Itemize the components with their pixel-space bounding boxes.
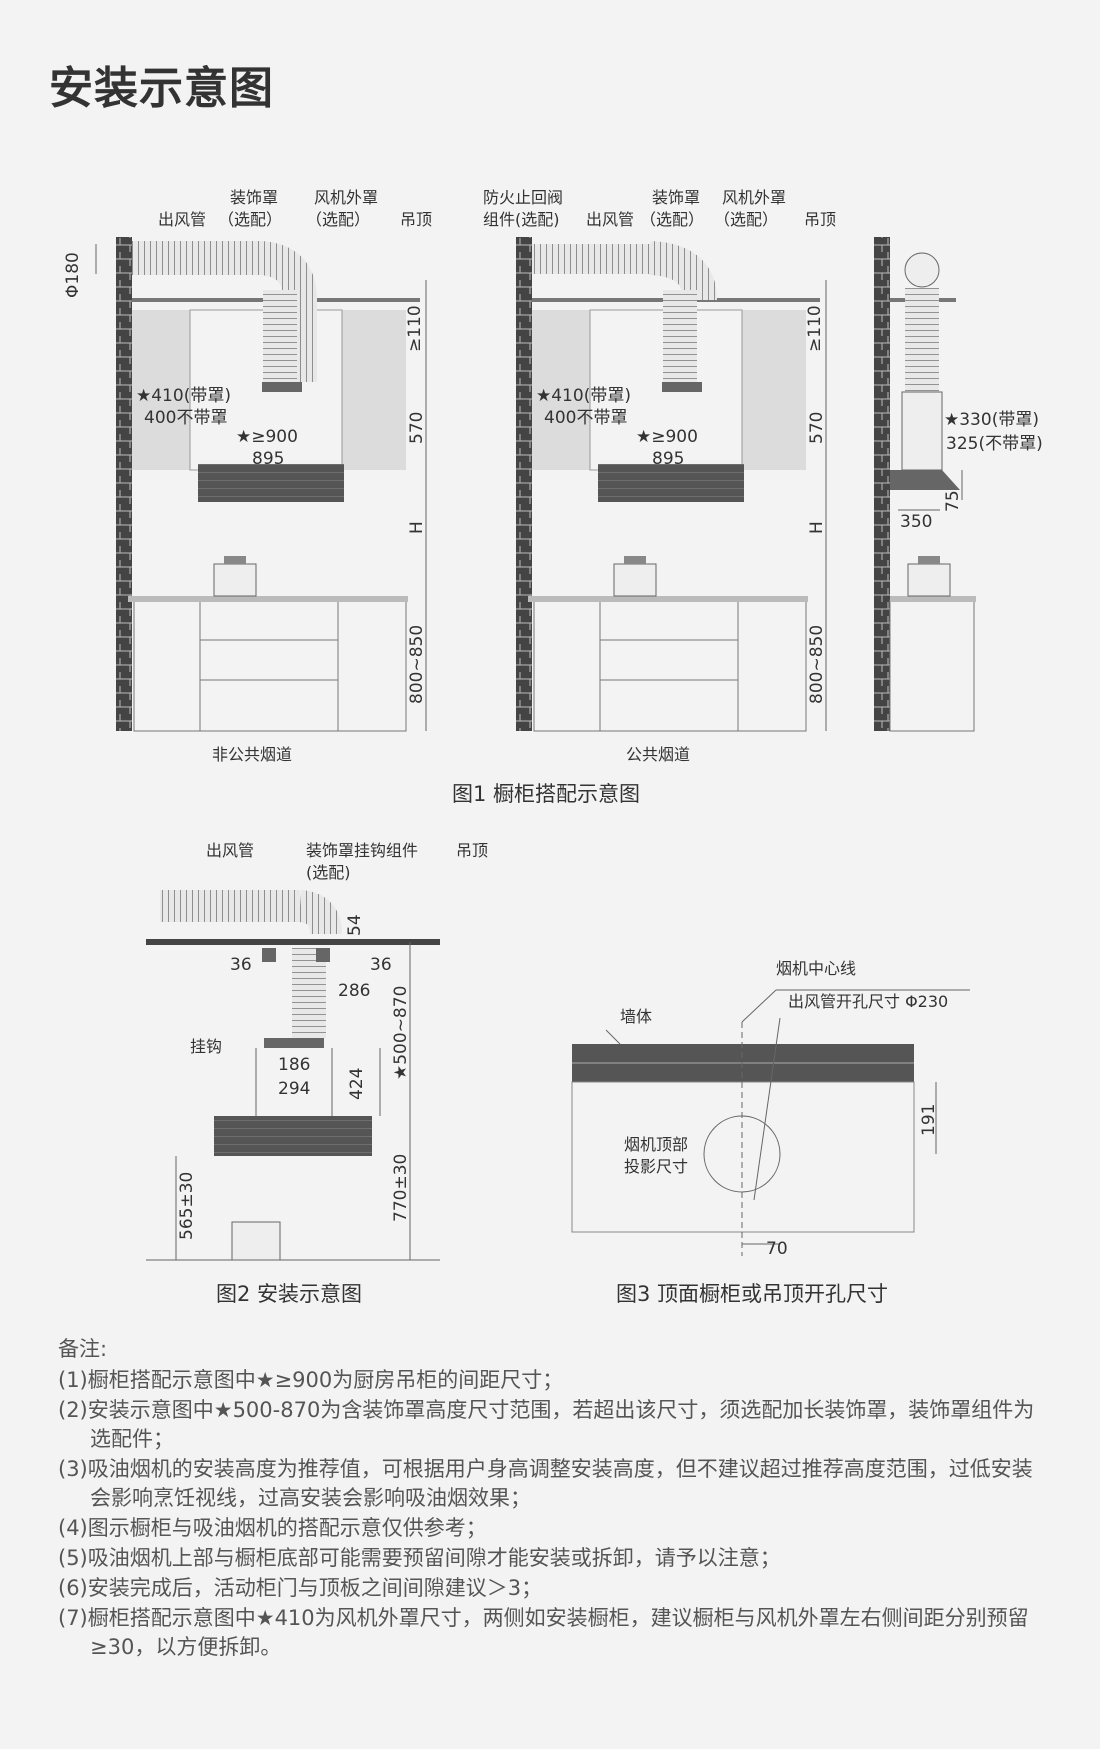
- dim-191: 191: [919, 1104, 939, 1136]
- dim-width-cover: ★410(带罩): [136, 386, 231, 406]
- label-duct: 出风管: [586, 210, 634, 229]
- note-item: (3)吸油烟机的安装高度为推荐值，可根据用户身高调整安装高度，但不建议超过推荐高…: [58, 1457, 1033, 1510]
- label-hole: 出风管开孔尺寸 Φ230: [788, 992, 948, 1011]
- figure2-drawing: [146, 890, 440, 1261]
- notes-section: 备注: (1)橱柜搭配示意图中★≥900为厨房吊柜的间距尺寸； (2)安装示意图…: [58, 1335, 1048, 1663]
- dim-36b: 36: [370, 955, 392, 975]
- dim-565: 565±30: [177, 1172, 197, 1240]
- label-hook: 挂钩: [190, 1037, 222, 1056]
- page-title: 安装示意图: [49, 63, 274, 114]
- dim-500: ★500~870: [391, 986, 411, 1080]
- label-duct: 出风管: [206, 841, 254, 860]
- figure3-text: 烟机中心线 出风管开孔尺寸 Φ230 墙体 烟机顶部 投影尺寸 191 70: [620, 959, 948, 1259]
- note-item: (7)橱柜搭配示意图中★410为风机外罩尺寸，两侧如安装橱柜，建议橱柜与风机外罩…: [58, 1606, 1029, 1659]
- base-cabinet: [133, 599, 407, 732]
- subcaption-left: 非公共烟道: [212, 745, 292, 764]
- dim-294: 294: [278, 1079, 310, 1099]
- dim-H: H: [807, 521, 827, 534]
- label-fan-cover: 风机外罩: [722, 188, 786, 207]
- figure3-drawing: [571, 989, 970, 1256]
- duct-pipe: [160, 890, 300, 922]
- dim-H: H: [407, 521, 427, 534]
- label-projection-2: 投影尺寸: [624, 1157, 688, 1176]
- range-hood: [198, 464, 344, 502]
- duct-pipe: [532, 244, 662, 274]
- notes-head: 备注:: [58, 1337, 108, 1361]
- dim-diameter: Φ180: [63, 252, 83, 298]
- dim-36a: 36: [230, 955, 252, 975]
- label-fire-valve-2: 组件(选配): [483, 210, 560, 229]
- dim-186: 186: [278, 1055, 310, 1075]
- note-item: (4)图示橱柜与吸油烟机的搭配示意仅供参考；: [58, 1516, 487, 1540]
- dim-h570: 570: [407, 412, 427, 444]
- figure1-left: [95, 237, 427, 732]
- pot: [231, 1221, 281, 1261]
- label-cover: 装饰罩: [652, 188, 700, 207]
- figure1-side-text: ★330(带罩) 325(不带罩) 75 350: [900, 410, 1043, 532]
- dim-h800: 800~850: [807, 625, 827, 704]
- figure1-left-text: 出风管 装饰罩 （选配） 风机外罩 （选配） 吊顶 Φ180 ≥110 ★410…: [63, 188, 432, 764]
- figure3-caption: 图3 顶面橱柜或吊顶开孔尺寸: [616, 1282, 888, 1306]
- dim-top-gap: ≥110: [805, 305, 825, 352]
- label-fan-cover: 风机外罩: [314, 188, 378, 207]
- dim-h570: 570: [807, 412, 827, 444]
- dim-gap900: ★≥900: [236, 427, 298, 447]
- note-item: (5)吸油烟机上部与橱柜底部可能需要预留间隙才能安装或拆卸，请予以注意；: [58, 1546, 781, 1570]
- figure1-right: [516, 237, 827, 732]
- dim-424: 424: [347, 1068, 367, 1100]
- figure1-side: [874, 237, 976, 732]
- note-item: (1)橱柜搭配示意图中★≥900为厨房吊柜的间距尺寸；: [58, 1368, 564, 1392]
- dim-h800: 800~850: [407, 625, 427, 704]
- label-bracket: 装饰罩挂钩组件: [306, 841, 418, 860]
- label-bracket-opt: (选配): [306, 863, 351, 882]
- range-hood: [214, 1116, 372, 1156]
- dim-70: 70: [766, 1239, 788, 1259]
- dim-770: 770±30: [391, 1154, 411, 1222]
- dim-54: 54: [345, 914, 365, 936]
- hook-plate: [264, 1038, 324, 1048]
- dim-286: 286: [338, 981, 370, 1001]
- range-hood: [598, 464, 744, 502]
- label-cover-opt: （选配）: [640, 210, 704, 229]
- dim-75: 75: [943, 490, 963, 512]
- dim-w895: 895: [252, 449, 284, 469]
- subcaption-right: 公共烟道: [626, 745, 690, 764]
- dim-gap900: ★≥900: [636, 427, 698, 447]
- figure2-caption: 图2 安装示意图: [216, 1282, 362, 1306]
- label-fan-cover-opt: （选配）: [714, 210, 778, 229]
- label-ceiling: 吊顶: [804, 210, 836, 229]
- label-cover-opt: （选配）: [218, 210, 282, 229]
- label-cover: 装饰罩: [230, 188, 278, 207]
- note-item: (2)安装示意图中★500-870为含装饰罩高度尺寸范围，若超出该尺寸，须选配加…: [58, 1398, 1035, 1451]
- wall-brick: [116, 237, 132, 731]
- dim-330: ★330(带罩): [944, 410, 1039, 430]
- label-duct: 出风管: [158, 210, 206, 229]
- dim-top-gap: ≥110: [405, 305, 425, 352]
- label-fire-valve: 防火止回阀: [483, 188, 563, 207]
- dim-width-cover: ★410(带罩): [536, 386, 631, 406]
- dim-width-nocover: 400不带罩: [544, 408, 627, 428]
- dim-w895: 895: [652, 449, 684, 469]
- label-wall: 墙体: [620, 1007, 652, 1026]
- dim-325: 325(不带罩): [946, 434, 1043, 454]
- label-projection: 烟机顶部: [624, 1135, 688, 1154]
- label-fan-cover-opt: （选配）: [306, 210, 370, 229]
- label-ceiling: 吊顶: [456, 841, 488, 860]
- dim-350: 350: [900, 512, 932, 532]
- pot: [213, 563, 257, 597]
- label-ceiling: 吊顶: [400, 210, 432, 229]
- figure2-text: 出风管 装饰罩挂钩组件 (选配) 吊顶 挂钩 54 36 36 286 186 …: [177, 841, 488, 1240]
- projection-rect: [571, 1081, 915, 1233]
- wall-brick: [516, 237, 532, 731]
- figure1-caption: 图1 橱柜搭配示意图: [452, 782, 640, 806]
- label-center-line: 烟机中心线: [776, 959, 856, 978]
- note-item: (6)安装完成后，活动柜门与顶板之间间隙建议＞3；: [58, 1576, 543, 1600]
- dim-width-nocover: 400不带罩: [144, 408, 227, 428]
- figure1-right-text: 防火止回阀 组件(选配) 出风管 装饰罩 （选配） 风机外罩 （选配） 吊顶 ≥…: [483, 188, 836, 764]
